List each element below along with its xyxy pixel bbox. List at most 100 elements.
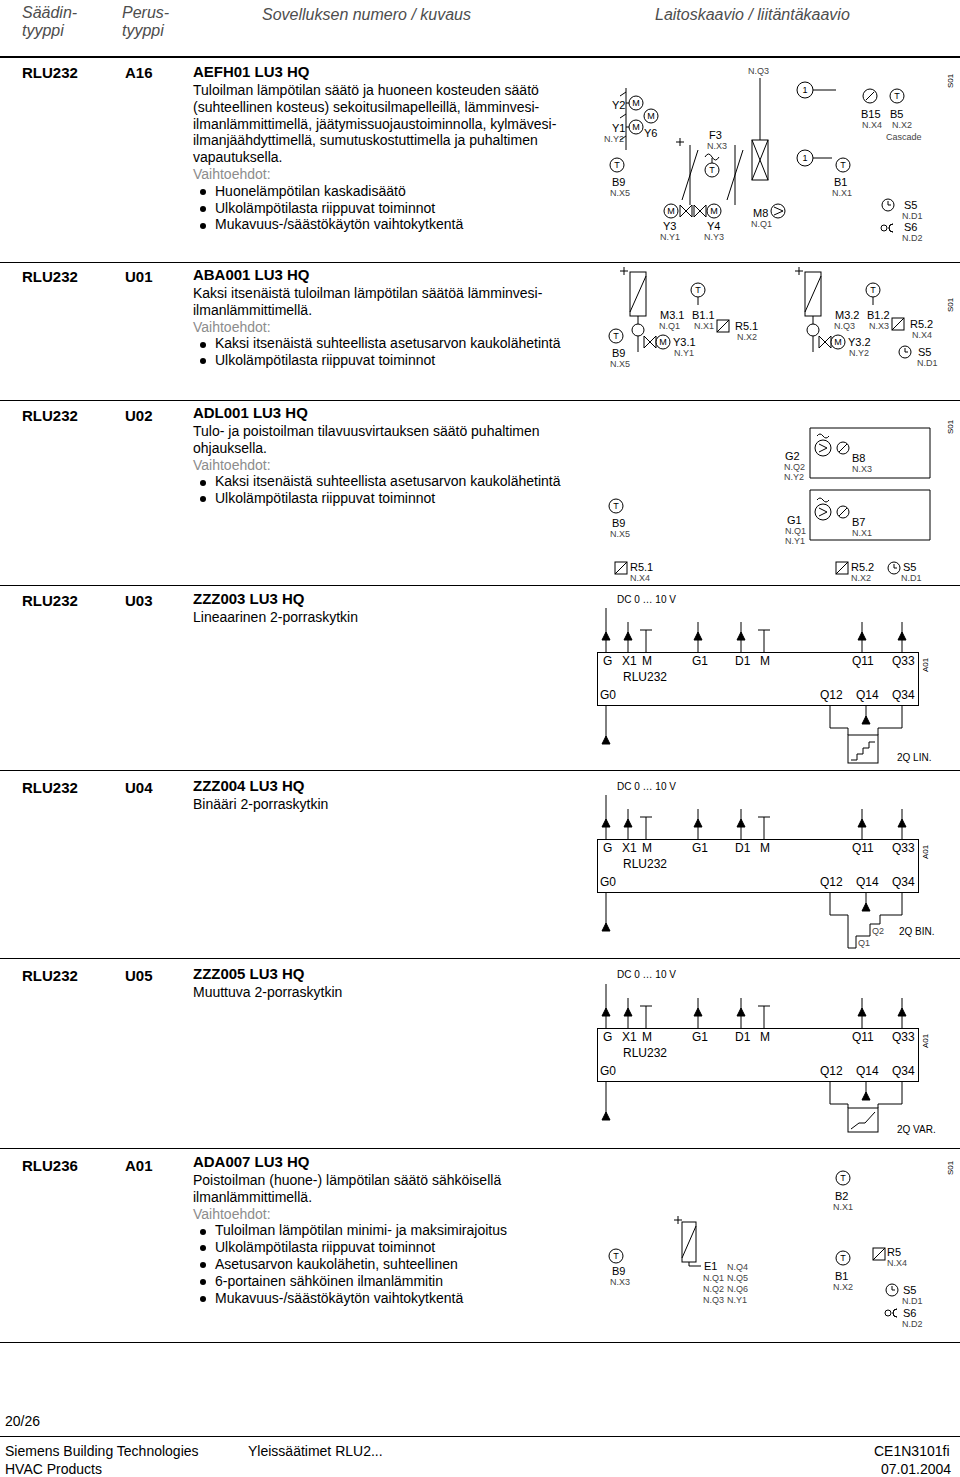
terminal-label: N.Y3 [704,232,724,242]
electric-heater-schematic [836,1251,850,1265]
dual-heating-schematic [831,335,845,349]
application-title: ADA007 LU3 HQ [193,1153,598,1170]
device-label: B15 [861,108,881,121]
symbol-letter: 1 [802,86,807,95]
terminal-label: N.X4 [887,1258,907,1268]
fan-flow-schematic [615,562,627,574]
terminal-name: G0 [600,1065,616,1078]
device-label: R5.2 [851,561,874,574]
device-label: B1 [834,176,847,189]
type-code: A16 [125,64,153,81]
dual-heating-schematic [866,283,880,297]
dual-heating-schematic [609,329,623,343]
table-rule [0,958,960,959]
fan-flow-schematic [836,562,848,574]
ahu-schematic [610,78,904,232]
terminal-name: X1 [622,655,637,668]
option-item: Ulkolämpötilasta riippuvat toiminnot [193,490,598,507]
controller-terminal-box: GX1MG1D1MQ11Q33RLU232G0Q12Q14Q34 [597,1028,919,1082]
description-column: ADA007 LU3 HQPoistoilman (huone-) lämpöt… [193,1153,598,1306]
ahu-schematic [664,204,678,218]
terminal-name: M [642,655,652,668]
column-header: Laitoskaavio / liitäntäkaavio [655,6,850,24]
ahu-schematic [707,204,721,218]
terminal-label: N.Q4 [727,1262,748,1272]
symbol-letter: M [659,338,667,347]
description-column: ADL001 LU3 HQTulo- ja poistoilman tilavu… [193,404,598,507]
terminal-label: N.Q2 [703,1284,724,1294]
application-description: Kaksi itsenäistä tuloilman lämpötilan sä… [193,285,598,319]
device-label: Y4 [707,220,720,233]
dual-heating-schematic [905,348,908,352]
sheet-code: S01 [946,1161,955,1175]
fan-flow-schematic [817,498,829,516]
column-header: Säädin- tyyppi [22,4,94,40]
device-label: B2 [835,1190,848,1203]
electric-heater-schematic [674,1216,701,1266]
symbol-letter: T [613,502,619,511]
type-code: U02 [125,407,153,424]
terminal-name: M [642,842,652,855]
symbol-letter: T [840,1174,846,1183]
terminal-name: Q11 [852,655,874,668]
controller-name: RLU232 [623,858,667,871]
type-code: A01 [125,1157,153,1174]
terminal-name: D1 [735,655,750,668]
terminal-name: G1 [692,1031,708,1044]
option-item: Tuloilman lämpötilan minimi- ja maksimir… [193,1222,598,1239]
electric-heater-schematic [836,1171,850,1185]
device-label: E1 [704,1260,717,1273]
switch-wiring [848,1104,880,1108]
terminal-label: N.Q3 [703,1295,724,1305]
symbol-letter: M [647,112,655,121]
ahu-schematic [629,120,643,134]
ahu-schematic [727,145,743,205]
note-label: 2Q LIN. [897,752,931,764]
ahu-schematic [676,138,698,205]
dual-heating-schematic [717,320,729,332]
electric-heater-schematic [873,1248,885,1260]
device-label: R5 [887,1246,901,1259]
device-label: Y1 [612,122,625,135]
application-description: Tulo- ja poistoilman tilavuusvirtauksen … [193,423,598,457]
symbol-letter: M [834,338,842,347]
terminal-label: N.X5 [610,359,630,369]
device-label: B5 [890,108,903,121]
table-rule [0,585,960,586]
option-item: Kaksi itsenäistä suhteellista asetusarvo… [193,335,598,352]
terminal-label: Q1 [858,938,870,948]
terminal-label: N.Q1 [785,526,806,536]
terminal-name: Q34 [892,1065,915,1078]
symbol-letter: 1 [802,154,807,163]
device-label: G2 [785,450,800,463]
ahu-schematic [680,205,692,217]
device-label: Y3.1 [673,336,696,349]
options-heading: Vaihtoehdot: [193,1206,598,1223]
ahu-schematic [694,205,706,217]
device-label: M3.2 [835,309,859,322]
options-heading: Vaihtoehdot: [193,457,598,474]
type-code: U04 [125,779,153,796]
fan-flow-schematic [839,444,847,452]
terminal-label: N.Q3 [834,321,855,331]
application-description: Tuloilman lämpötilan säätö ja huoneen ko… [193,82,598,166]
ahu-schematic [882,199,894,211]
ahu-schematic [813,90,836,158]
type-code: U05 [125,967,153,984]
option-item: Mukavuus-/säästökäytön vaihtokytkentä [193,216,598,233]
terminal-name: X1 [622,842,637,855]
device-label: B7 [852,516,865,529]
device-label: B1.2 [867,309,890,322]
dual-heating-schematic [656,335,670,349]
application-description: Binääri 2-porraskytkin [193,796,598,813]
application-title: AEFH01 LU3 HQ [193,63,598,80]
option-item: 6-portainen sähköinen ilmanlämmitin [193,1273,598,1290]
terminal-label: N.D1 [902,211,923,221]
terminal-name: G [603,842,612,855]
application-title: ABA001 LU3 HQ [193,266,598,283]
switch-wiring [851,742,875,760]
symbol-letter: T [709,166,715,175]
electric-heater-schematic [886,1284,898,1296]
terminal-name: M [760,1031,770,1044]
electric-heater-schematic [885,1310,891,1316]
